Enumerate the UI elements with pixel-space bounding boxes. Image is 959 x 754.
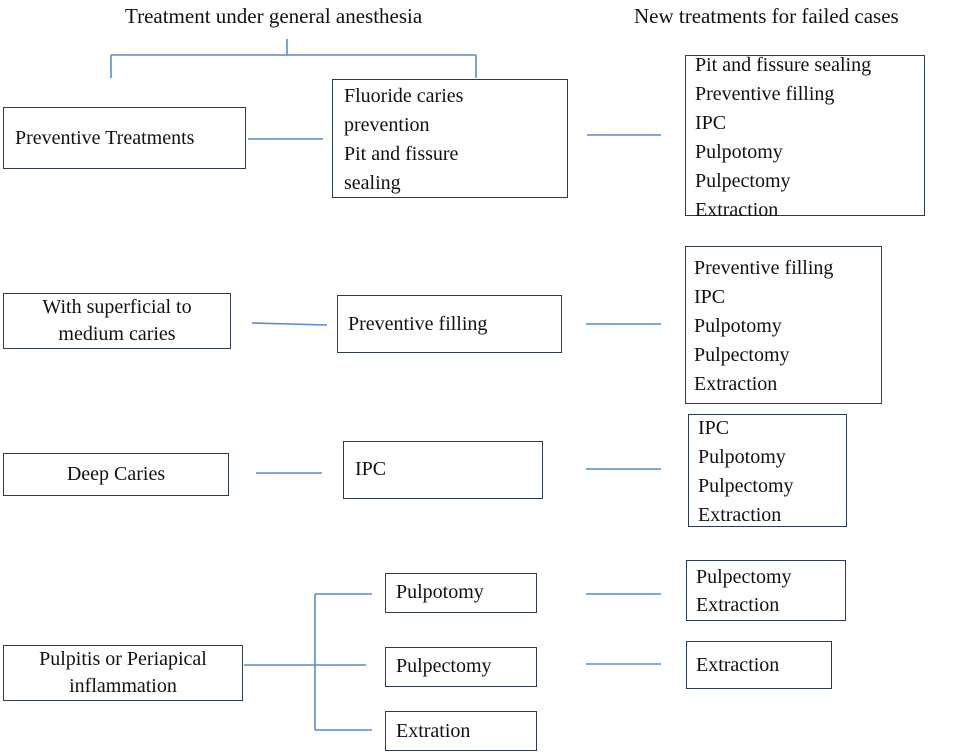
treatment-line: Fluoride caries — [344, 85, 464, 107]
category-box-deep: Deep Caries — [3, 453, 229, 496]
failed-box-preventive: Pit and fissure sealing Preventive filli… — [685, 54, 925, 221]
failed-line: Extraction — [695, 199, 779, 221]
failed-line: Preventive filling — [695, 83, 835, 105]
failed-line: Pulpectomy — [698, 475, 794, 497]
failed-line: Extraction — [694, 373, 778, 395]
failed-line: Pulpotomy — [695, 141, 783, 163]
failed-line: Pulpectomy — [695, 170, 791, 192]
failed-line: Extraction — [696, 594, 780, 616]
failed-line: Pulpectomy — [696, 566, 792, 588]
category-box-superficial: With superficial to medium caries — [3, 293, 231, 349]
header-bracket — [110, 39, 477, 78]
failed-box-pulpotomy: Pulpectomy Extraction — [686, 560, 846, 621]
category-label: inflammation — [69, 675, 177, 697]
category-label: medium caries — [58, 323, 176, 345]
header-left: Treatment under general anesthesia — [125, 4, 423, 28]
failed-box-superficial: Preventive filling IPC Pulpotomy Pulpect… — [685, 246, 882, 404]
treatment-box-extration: Extration — [385, 711, 537, 751]
treatment-box-superficial: Preventive filling — [337, 295, 562, 353]
failed-box-pulpectomy: Extraction — [686, 641, 832, 689]
category-box-preventive: Preventive Treatments — [3, 107, 246, 169]
failed-line: Pulpectomy — [694, 344, 790, 366]
treatment-label: Pulpectomy — [396, 655, 492, 677]
failed-line: Preventive filling — [694, 257, 834, 279]
failed-line: IPC — [695, 112, 727, 134]
failed-line: IPC — [698, 417, 730, 439]
failed-line: IPC — [694, 286, 726, 308]
failed-line: Pulpotomy — [698, 446, 786, 468]
header-right: New treatments for failed cases — [634, 4, 899, 28]
category-label: Deep Caries — [66, 463, 166, 485]
failed-box-deep: IPC Pulpotomy Pulpectomy Extraction — [688, 414, 847, 527]
connector-superficial-1 — [251, 322, 328, 326]
category-box-pulpitis: Pulpitis or Periapical inflammation — [3, 645, 243, 701]
treatment-label: Extration — [396, 720, 471, 742]
failed-line: Extraction — [698, 504, 782, 526]
treatment-line: prevention — [344, 114, 430, 136]
treatment-line: Pit and fissure — [344, 143, 459, 165]
treatment-label: Preventive filling — [348, 313, 488, 335]
failed-line: Extraction — [696, 654, 780, 676]
failed-line: Pit and fissure sealing — [695, 54, 872, 76]
connector-pulpitis-tree — [244, 593, 372, 731]
treatment-box-pulpotomy: Pulpotomy — [385, 573, 537, 613]
treatment-box-deep: IPC — [343, 441, 543, 499]
category-label: Pulpitis or Periapical — [39, 648, 207, 670]
category-label: With superficial to — [42, 296, 192, 318]
treatment-line: sealing — [344, 172, 401, 194]
treatment-box-preventive: Fluoride caries prevention Pit and fissu… — [332, 79, 568, 198]
failed-line: Pulpotomy — [694, 315, 782, 337]
treatment-box-pulpectomy: Pulpectomy — [385, 647, 537, 687]
treatment-label: IPC — [355, 458, 387, 480]
treatment-label: Pulpotomy — [396, 581, 484, 603]
category-label: Preventive Treatments — [15, 127, 195, 149]
